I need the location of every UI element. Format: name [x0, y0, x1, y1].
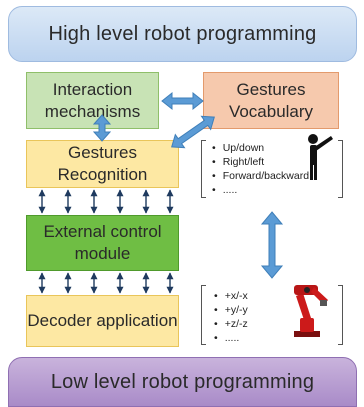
- gesture-list-item: Right/left: [212, 155, 309, 169]
- arrow-lists-connector: [260, 211, 284, 279]
- robot-list-item: +y/-y: [214, 303, 248, 317]
- gesture-list-left-bracket: [201, 140, 206, 198]
- decoder-application-label: Decoder application: [27, 311, 178, 331]
- gestures-vocabulary-box: Gestures Vocabulary: [203, 72, 339, 129]
- gesture-list: Up/down Right/left Forward/backward ....…: [212, 141, 309, 197]
- robot-list: +x/-x +y/-y +z/-z .....: [214, 289, 248, 345]
- robot-list-item: .....: [214, 331, 248, 345]
- person-pointing-icon: [308, 134, 333, 180]
- robot-arm-icon: [294, 285, 328, 337]
- arrow-interaction-recognition: [92, 114, 112, 142]
- external-control-box: External control module: [26, 215, 179, 271]
- robot-list-left-bracket: [201, 285, 206, 345]
- high-level-band: High level robot programming: [8, 6, 357, 62]
- gesture-list-item: Up/down: [212, 141, 309, 155]
- external-control-label: External control module: [43, 222, 162, 263]
- decoder-application-box: Decoder application: [26, 295, 179, 347]
- high-level-label: High level robot programming: [48, 22, 317, 45]
- gestures-recognition-label: Gestures Recognition: [57, 143, 148, 184]
- robot-list-item: +x/-x: [214, 289, 248, 303]
- interaction-mechanisms-box: Interaction mechanisms: [26, 72, 159, 129]
- low-level-band: Low level robot programming: [8, 357, 357, 407]
- gesture-list-right-bracket: [338, 140, 343, 198]
- gesture-list-item: .....: [212, 183, 309, 197]
- arrow-interaction-vocabulary: [161, 91, 204, 111]
- gestures-vocabulary-label: Gestures Vocabulary: [228, 79, 314, 121]
- gesture-list-item: Forward/backward: [212, 169, 309, 183]
- robot-list-item: +z/-z: [214, 317, 248, 331]
- robot-list-right-bracket: [338, 285, 343, 345]
- low-level-label: Low level robot programming: [50, 370, 315, 393]
- interaction-mechanisms-label: Interaction mechanisms: [44, 79, 141, 121]
- arrow-recognition-vocabulary: [171, 115, 215, 149]
